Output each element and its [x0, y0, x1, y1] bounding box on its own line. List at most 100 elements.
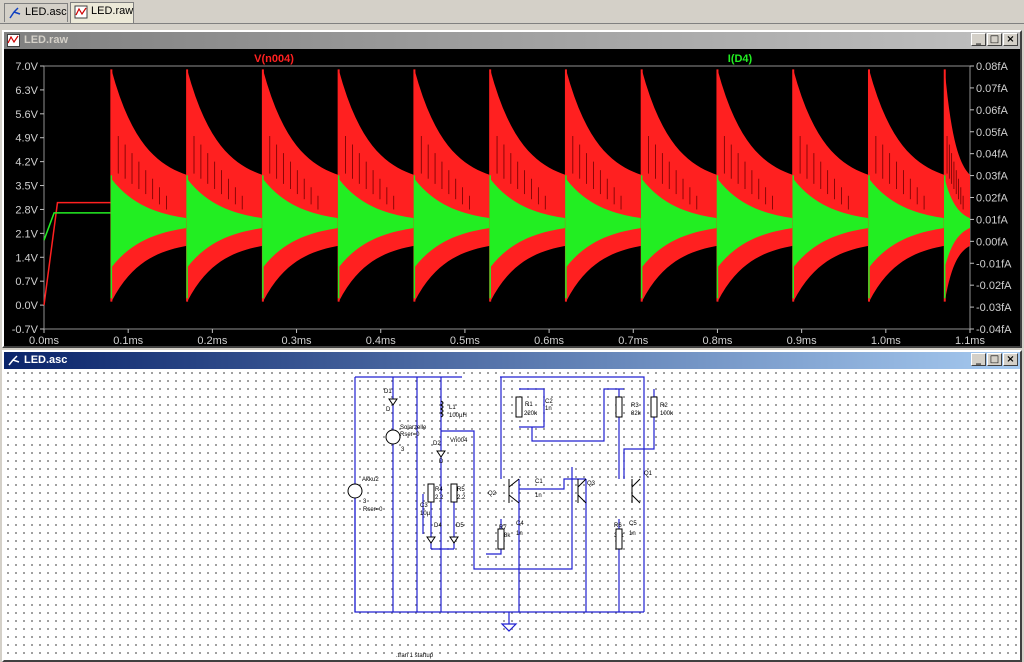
d1-ref: D1	[384, 389, 392, 395]
y-right-tick-label: -0.04fA	[976, 324, 1012, 336]
transistor-q2-symbol	[508, 478, 520, 504]
x-tick-label: 1.1ms	[955, 335, 985, 346]
q1-ref: Q1	[644, 471, 653, 477]
y-right-tick-label: -0.03fA	[976, 302, 1012, 314]
maximize-button[interactable]: □	[987, 33, 1002, 46]
series-v-pulse	[793, 69, 869, 302]
c4-value: 1n	[516, 531, 523, 537]
resistor-r2-symbol	[650, 396, 658, 418]
y-right-tick-label: 0.02fA	[976, 193, 1008, 205]
waveform-chart[interactable]: 7.0V6.3V5.6V4.9V4.2V3.5V2.8V2.1V1.4V0.7V…	[4, 49, 1020, 346]
transistor-q3-symbol	[577, 478, 587, 504]
series-i-pulse	[414, 178, 491, 268]
series-v-pulse	[414, 69, 491, 302]
series-name-i-d4: I(D4)	[728, 53, 753, 65]
c3-value: 10µ	[420, 511, 431, 517]
close-button[interactable]: ×	[1003, 353, 1018, 366]
y-left-tick-label: 0.0V	[15, 300, 38, 312]
r5-value: 2.2	[457, 495, 466, 501]
r4-ref: R4	[435, 487, 443, 493]
r6-ref: R6	[614, 523, 622, 529]
d4-ref: D4	[434, 523, 442, 529]
tab-label: LED.raw	[91, 5, 134, 17]
series-i-pulse	[565, 178, 642, 268]
y-right-tick-label: 0.03fA	[976, 171, 1008, 183]
resistor-r1-symbol	[515, 396, 523, 418]
tab-led-raw[interactable]: LED.raw	[70, 2, 134, 23]
c1-value: 1n	[535, 493, 542, 499]
r1-ref: R1	[525, 402, 533, 408]
minimize-button[interactable]: _	[971, 33, 986, 46]
series-v-pulse	[111, 69, 188, 302]
series-v-pulse	[490, 69, 566, 302]
c4-ref: C4	[516, 521, 524, 527]
schematic-window: LED.asc _ □ ×	[2, 350, 1022, 662]
series-i-pulse	[641, 178, 718, 268]
l1-ref: L1	[449, 405, 456, 411]
maximize-button[interactable]: □	[987, 353, 1002, 366]
r5-ref: R5	[457, 487, 465, 493]
y-left-tick-label: 7.0V	[15, 61, 38, 73]
waveform-icon	[7, 34, 20, 47]
series-i-pulse	[944, 178, 970, 268]
y-right-tick-label: -0.02fA	[976, 280, 1012, 292]
series-i-pulse	[338, 178, 415, 268]
d5-ref: D5	[456, 523, 464, 529]
series-v-pulse	[868, 69, 945, 302]
y-left-tick-label: 2.1V	[15, 228, 38, 240]
document-tab-bar: LED.asc LED.raw	[0, 0, 1024, 24]
akku-rser: Rser=0	[363, 507, 383, 513]
series-i-pulse	[868, 178, 945, 268]
diode-d1-symbol	[388, 398, 398, 406]
resistor-r6-symbol	[615, 528, 623, 550]
solar-value: 3	[401, 447, 405, 453]
schematic-icon	[9, 7, 21, 19]
schematic-drawing[interactable]: D1 D L1 100µH Solarzelle Rser=0 3 D2 D V…	[4, 369, 1020, 660]
series-i-pulse	[262, 178, 339, 268]
y-left-tick-label: 3.5V	[15, 181, 38, 193]
y-left-tick-label: 4.9V	[15, 133, 38, 145]
resistor-r5-symbol	[450, 483, 458, 503]
series-i-pulse	[490, 178, 566, 268]
x-tick-label: 0.5ms	[450, 335, 480, 346]
r1-value: 220k	[524, 411, 538, 417]
transistor-q1-symbol	[631, 478, 641, 504]
resistor-r3-symbol	[615, 396, 623, 418]
series-v-pulse	[944, 69, 970, 302]
x-tick-label: 0.1ms	[113, 335, 143, 346]
r2-value: 100k	[660, 411, 674, 417]
tab-led-asc[interactable]: LED.asc	[4, 3, 68, 22]
minimize-button[interactable]: _	[971, 353, 986, 366]
schematic-canvas[interactable]: D1 D L1 100µH Solarzelle Rser=0 3 D2 D V…	[4, 369, 1020, 660]
net-label-vn004: Vn004	[450, 438, 468, 444]
x-tick-label: 0.8ms	[702, 335, 732, 346]
x-tick-label: 0.9ms	[787, 335, 817, 346]
c2-ref: C2	[545, 399, 553, 405]
c3-ref: C3	[420, 503, 428, 509]
solar-rser: Rser=0	[400, 432, 420, 438]
akku-value: 3	[363, 499, 367, 505]
x-tick-label: 0.7ms	[618, 335, 648, 346]
y-right-tick-label: 0.05fA	[976, 127, 1008, 139]
schematic-titlebar[interactable]: LED.asc _ □ ×	[4, 352, 1020, 369]
c5-value: 1n	[629, 531, 636, 537]
r7-ref: R7	[499, 525, 507, 531]
waveform-icon	[74, 5, 88, 19]
tab-label: LED.asc	[25, 6, 67, 18]
r2-ref: R2	[660, 403, 668, 409]
x-tick-label: 0.4ms	[366, 335, 396, 346]
y-left-tick-label: 4.2V	[15, 157, 38, 169]
resistor-r7-symbol	[497, 528, 505, 550]
c1-ref: C1	[535, 479, 543, 485]
x-tick-label: 0.2ms	[197, 335, 227, 346]
akku-label: Akku2	[362, 477, 379, 483]
waveform-titlebar[interactable]: LED.raw _ □ ×	[4, 32, 1020, 49]
y-left-tick-label: 0.7V	[15, 276, 38, 288]
resistor-r4-symbol	[427, 483, 435, 503]
series-v-pulse	[262, 69, 339, 302]
series-v-pulse	[187, 69, 263, 302]
close-button[interactable]: ×	[1003, 33, 1018, 46]
y-right-tick-label: 0.07fA	[976, 83, 1008, 95]
